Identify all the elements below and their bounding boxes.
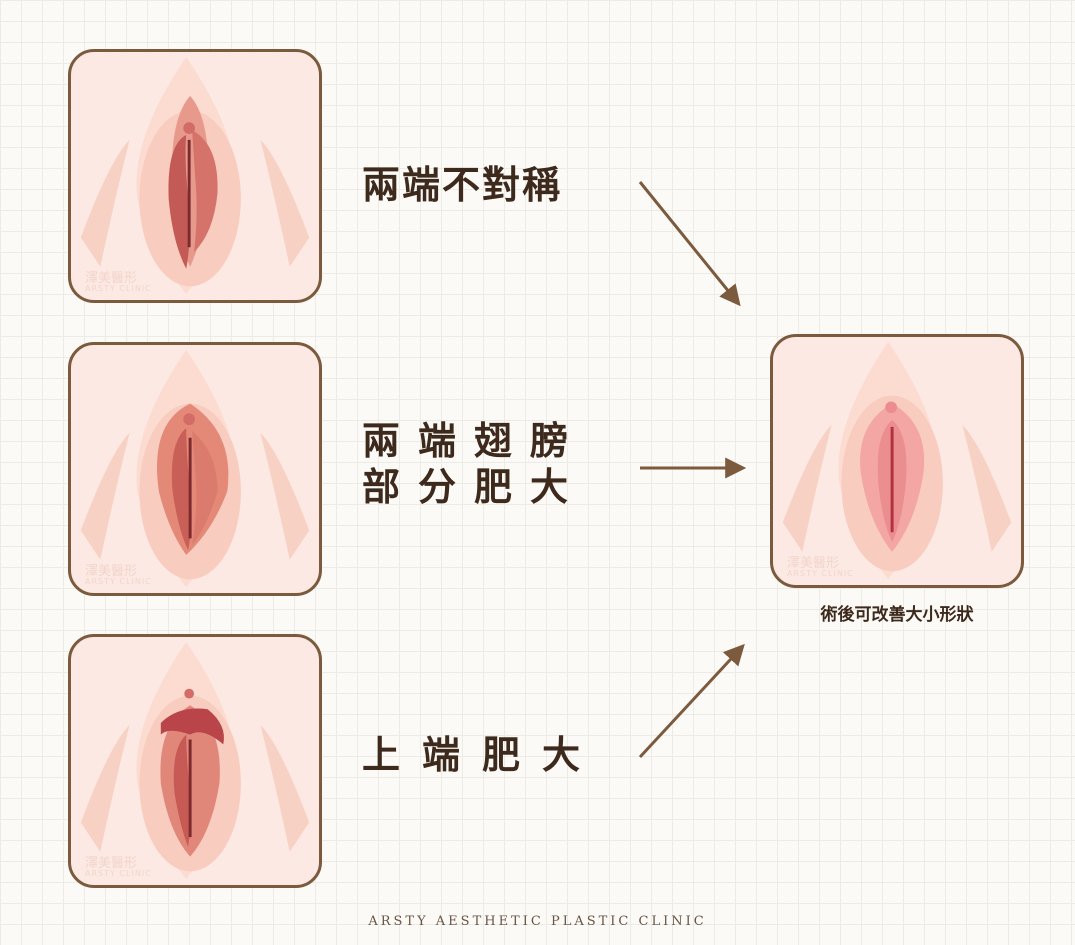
label-asymmetric: 兩端不對稱 bbox=[362, 162, 563, 207]
watermark-cn: 澤美醫形 bbox=[85, 271, 138, 286]
arrow-top bbox=[638, 181, 741, 307]
result-caption: 術後可改善大小形狀 bbox=[820, 605, 974, 625]
arrow-bottom bbox=[638, 643, 745, 759]
card-upper-enlarged: 澤美醫形 ARSTY CLINIC bbox=[68, 634, 322, 888]
label-wings-line1: 兩端翅膀 bbox=[362, 418, 587, 463]
watermark-en: ARSTY CLINIC bbox=[85, 577, 152, 586]
label-wings-enlarged: 兩端翅膀 部分肥大 bbox=[362, 418, 586, 510]
watermark-en: ARSTY CLINIC bbox=[85, 284, 152, 293]
illustration-upper-enlarged bbox=[80, 641, 310, 880]
watermark-en: ARSTY CLINIC bbox=[787, 569, 854, 578]
label-wings-line2: 部分肥大 bbox=[362, 464, 587, 509]
card-result: 澤美醫形 ARSTY CLINIC bbox=[770, 334, 1024, 588]
illustration-result bbox=[782, 341, 1012, 580]
watermark-en: ARSTY CLINIC bbox=[85, 869, 152, 878]
watermark-cn: 澤美醫形 bbox=[85, 564, 138, 579]
card-asymmetric: 澤美醫形 ARSTY CLINIC bbox=[68, 49, 322, 303]
watermark-cn: 澤美醫形 bbox=[787, 556, 840, 571]
label-upper-enlarged: 上端肥大 bbox=[362, 732, 603, 777]
watermark-cn: 澤美醫形 bbox=[85, 856, 138, 871]
card-wings-enlarged: 澤美醫形 ARSTY CLINIC bbox=[68, 342, 322, 596]
footer-clinic-name: ARSTY AESTHETIC PLASTIC CLINIC bbox=[368, 914, 707, 929]
illustration-asymmetric bbox=[80, 56, 310, 295]
illustration-wings-enlarged bbox=[80, 349, 310, 588]
